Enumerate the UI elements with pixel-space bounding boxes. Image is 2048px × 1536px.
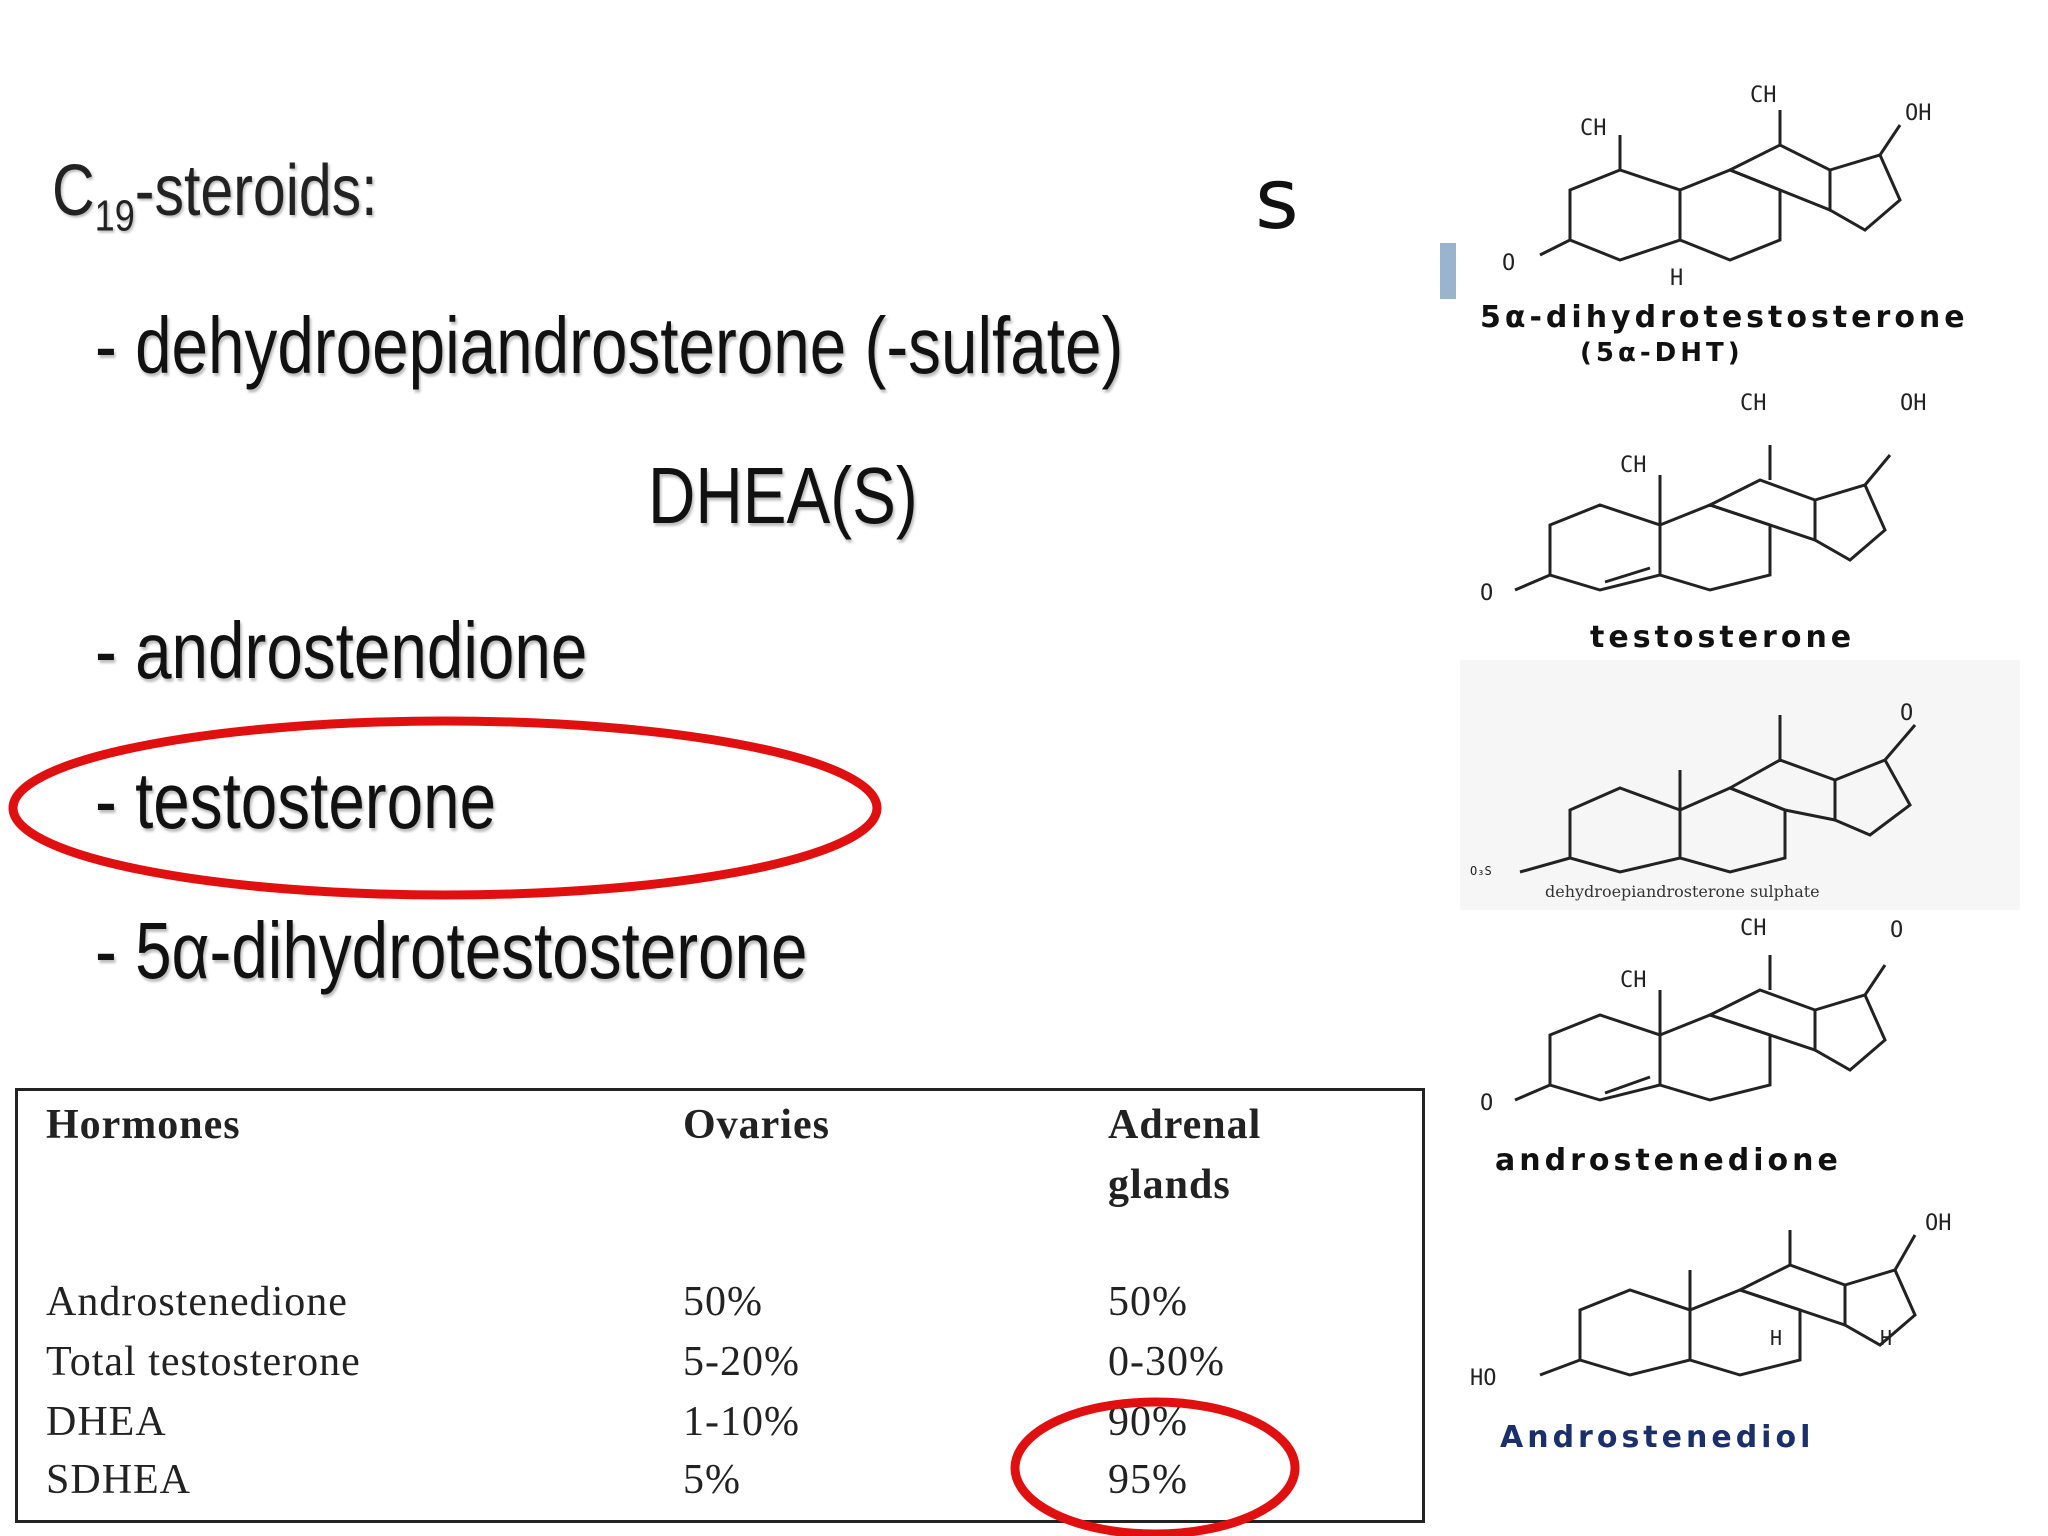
dheas-label: dehydroepiandrosterone sulphate <box>1545 882 1820 901</box>
dht-label: 5α-dihydrotestosterone <box>1480 300 1969 335</box>
table-cell-hormone: Total testosterone <box>46 1339 361 1385</box>
svg-text:O: O <box>1480 581 1493 606</box>
table-cell-ovaries: 5-20% <box>683 1339 800 1385</box>
hormone-source-table: Hormones Ovaries Adrenal glands Androste… <box>15 1088 1425 1523</box>
table-cell-adrenal: 90% <box>1108 1399 1188 1445</box>
svg-text:CH: CH <box>1620 453 1647 478</box>
svg-text:O: O <box>1890 918 1903 943</box>
svg-text:O₃S: O₃S <box>1470 864 1492 878</box>
table-cell-ovaries: 5% <box>683 1457 741 1503</box>
table-cell-ovaries: 50% <box>683 1279 763 1325</box>
svg-text:OH: OH <box>1905 101 1932 126</box>
svg-text:O: O <box>1502 251 1515 276</box>
table-cell-ovaries: 1-10% <box>683 1399 800 1445</box>
accent-bar <box>1440 243 1456 299</box>
bullet-dhea-sulfate: - dehydroepiandrosterone (-sulfate) <box>95 301 1124 390</box>
corner-letter: s <box>1255 150 1299 248</box>
dht-abbrev-label: (5α-DHT) <box>1580 338 1744 368</box>
dht-structure-image: O CH CH OH H <box>1502 83 1932 291</box>
svg-text:O: O <box>1900 701 1913 726</box>
svg-text:H: H <box>1670 266 1683 291</box>
table-cell-hormone: SDHEA <box>46 1457 192 1503</box>
svg-text:HO: HO <box>1470 1366 1497 1391</box>
svg-text:CH: CH <box>1620 968 1647 993</box>
slide-heading: C19-steroids: <box>52 151 378 241</box>
bullet-testosterone: - testosterone <box>95 756 497 845</box>
bullet-dheas-abbrev: DHEA(S) <box>648 451 918 540</box>
table-cell-adrenal: 95% <box>1108 1457 1188 1503</box>
slide-text-area: C19-steroids: - dehydroepiandrosterone (… <box>52 151 1124 995</box>
table-cell-hormone: Androstenedione <box>46 1279 348 1325</box>
table-cell-hormone: DHEA <box>46 1399 167 1445</box>
androstenediol-label: Androstenediol <box>1500 1420 1815 1455</box>
table-header-adrenal: Adrenal <box>1108 1102 1262 1148</box>
svg-text:OH: OH <box>1900 391 1927 416</box>
svg-text:CH: CH <box>1750 83 1777 108</box>
table-header-glands: glands <box>1108 1162 1231 1208</box>
bullet-dht: - 5α-dihydrotestosterone <box>95 906 808 995</box>
table-cell-adrenal: 50% <box>1108 1279 1188 1325</box>
androstenedione-structure-image: O CH CH O <box>1480 916 1903 1116</box>
svg-text:H: H <box>1880 1326 1892 1350</box>
androstenedione-label: androstenedione <box>1495 1143 1842 1178</box>
testosterone-structure-image: O CH CH OH <box>1480 391 1927 606</box>
table-cell-adrenal: 0-30% <box>1108 1339 1225 1385</box>
svg-text:CH: CH <box>1580 116 1607 141</box>
svg-text:CH: CH <box>1740 916 1767 941</box>
table-header-ovaries: Ovaries <box>683 1102 830 1148</box>
bullet-androstendione: - androstendione <box>95 606 588 695</box>
svg-text:CH: CH <box>1740 391 1767 416</box>
dheas-structure-image: O O₃S <box>1460 660 2020 910</box>
svg-text:O: O <box>1480 1091 1493 1116</box>
testosterone-label: testosterone <box>1590 620 1856 655</box>
androstenediol-structure-image: HO OH H H <box>1470 1211 1952 1391</box>
svg-text:OH: OH <box>1925 1211 1952 1236</box>
table-header-hormones: Hormones <box>46 1102 241 1148</box>
svg-text:H: H <box>1770 1326 1782 1350</box>
